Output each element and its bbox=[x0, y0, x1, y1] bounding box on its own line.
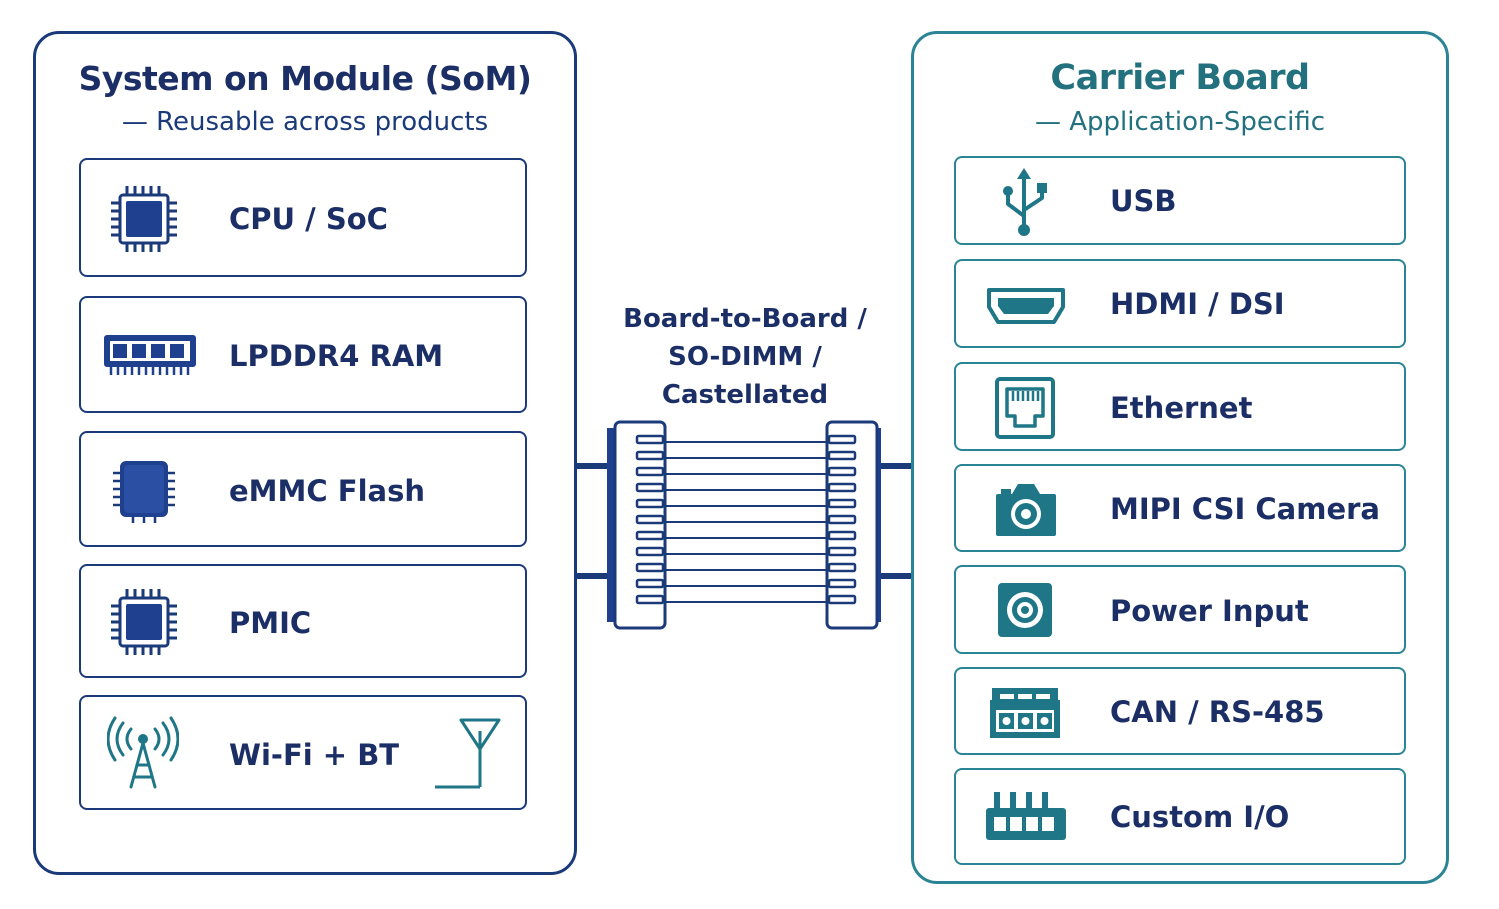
usb-icon bbox=[1003, 168, 1047, 236]
carrier-card-usb: USB bbox=[954, 156, 1406, 245]
carrier-title: Carrier Board bbox=[1050, 58, 1310, 98]
terminal-block-icon bbox=[990, 688, 1060, 738]
carrier-card-can: CAN / RS-485 bbox=[954, 667, 1406, 755]
som-subtitle: — Reusable across products bbox=[121, 107, 489, 137]
carrier-card-label: MIPI CSI Camera bbox=[1110, 492, 1380, 526]
wireless-antenna-icon bbox=[107, 716, 179, 789]
carrier-card-power: Power Input bbox=[954, 565, 1406, 654]
camera-icon bbox=[996, 484, 1056, 536]
carrier-card-label: Ethernet bbox=[1110, 391, 1253, 425]
som-card-label: CPU / SoC bbox=[229, 202, 388, 236]
som-card-ram: LPDDR4 RAM bbox=[79, 296, 527, 413]
carrier-card-custom-io: Custom I/O bbox=[954, 768, 1406, 865]
carrier-card-camera: MIPI CSI Camera bbox=[954, 464, 1406, 552]
carrier-card-label: CAN / RS-485 bbox=[1110, 695, 1325, 729]
flash-chip-icon bbox=[113, 461, 175, 523]
hdmi-port-icon bbox=[987, 288, 1065, 324]
som-card-pmic: PMIC bbox=[79, 564, 527, 678]
carrier-card-label: Custom I/O bbox=[1110, 800, 1290, 834]
som-card-label: Wi-Fi + BT bbox=[229, 738, 400, 772]
som-card-label: LPDDR4 RAM bbox=[229, 339, 444, 373]
board-to-board-connector-icon bbox=[575, 420, 913, 630]
cpu-chip-icon bbox=[111, 186, 177, 252]
som-card-label: eMMC Flash bbox=[229, 474, 425, 508]
som-card-emmc: eMMC Flash bbox=[79, 431, 527, 547]
ram-module-icon bbox=[104, 335, 196, 375]
som-card-wifi: Wi-Fi + BT bbox=[79, 695, 527, 810]
som-card-cpu: CPU / SoC bbox=[79, 158, 527, 277]
pmic-chip-icon bbox=[111, 589, 177, 655]
io-header-icon bbox=[986, 792, 1066, 840]
carrier-card-label: USB bbox=[1110, 184, 1177, 218]
connector-line: Board-to-Board / bbox=[623, 304, 867, 334]
connector-line: SO-DIMM / bbox=[668, 342, 822, 372]
carrier-card-label: Power Input bbox=[1110, 594, 1309, 628]
connector-line: Castellated bbox=[661, 380, 829, 410]
power-jack-icon bbox=[998, 583, 1052, 637]
carrier-subtitle: — Application-Specific bbox=[1034, 107, 1326, 137]
carrier-card-label: HDMI / DSI bbox=[1110, 287, 1285, 321]
carrier-card-ethernet: Ethernet bbox=[954, 362, 1406, 451]
som-card-label: PMIC bbox=[229, 606, 312, 640]
connector-label: Board-to-Board / SO-DIMM / Castellated bbox=[600, 300, 890, 414]
som-title: System on Module (SoM) bbox=[78, 59, 532, 98]
ethernet-port-icon bbox=[995, 377, 1055, 439]
carrier-card-hdmi: HDMI / DSI bbox=[954, 259, 1406, 348]
antenna-icon bbox=[435, 718, 501, 789]
